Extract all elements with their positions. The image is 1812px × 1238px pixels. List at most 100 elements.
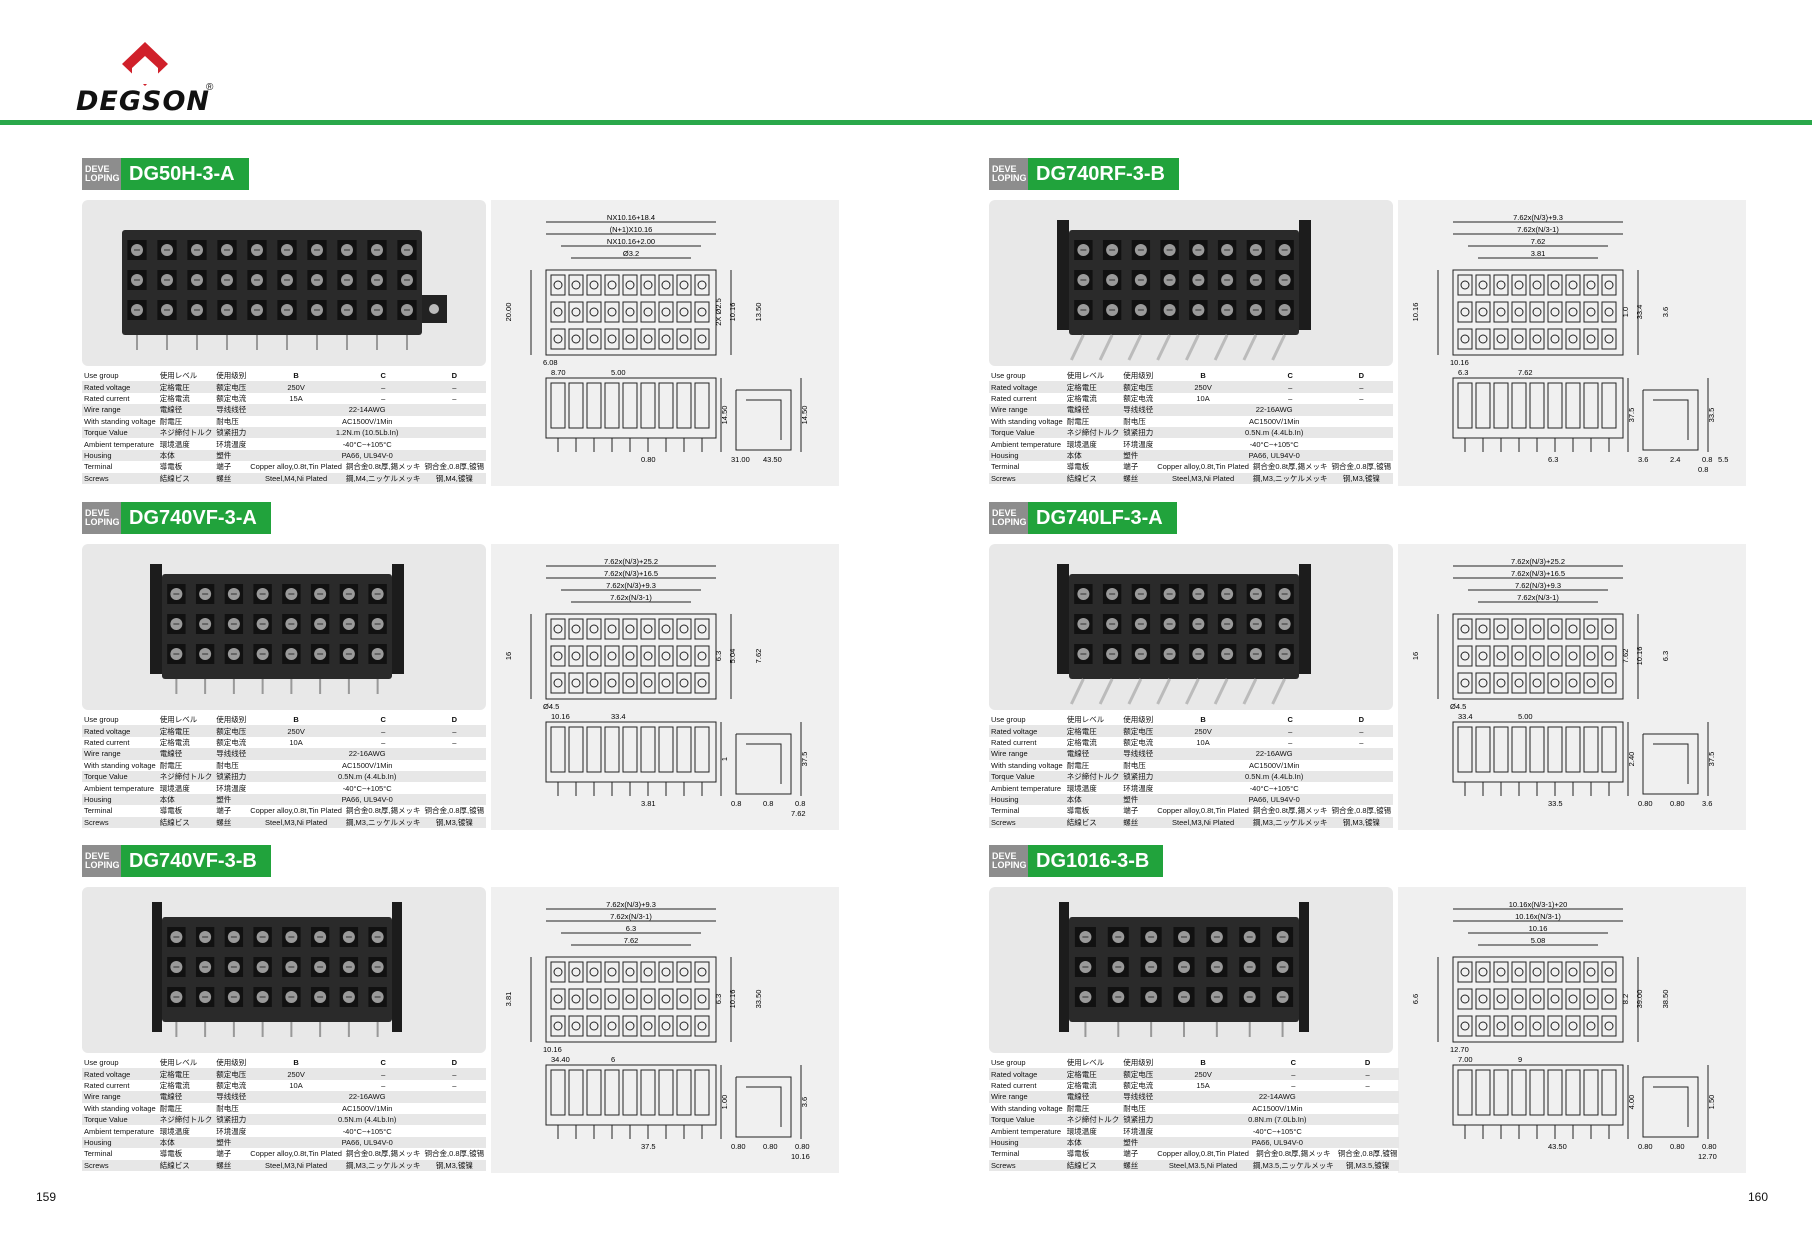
- spec-label-zh: 额定电流: [216, 393, 247, 403]
- spec-label-zh: 端子: [1123, 462, 1139, 472]
- dimension-label: 37.5: [1707, 752, 1716, 767]
- dimension-label: 3.81: [1531, 249, 1546, 258]
- spec-label-en: Terminal: [991, 806, 1020, 816]
- spec-value: B: [293, 1058, 299, 1068]
- dimension-label: 10.16: [791, 1152, 810, 1161]
- dimension-label: 7.62(N/3)+9.3: [1515, 581, 1561, 590]
- spec-value: 銅合金0.8t厚,錫メッキ: [345, 462, 421, 472]
- developing-tag-line: DEVE: [992, 851, 1017, 861]
- spec-label-en: Rated voltage: [991, 382, 1038, 392]
- dimension-drawing-svg: 7.62x(N/3)+9.37.62x(N/3-1)6.37.623.8110.…: [504, 900, 810, 1161]
- spec-value: 250V: [1194, 726, 1212, 736]
- spec-value: PA66, UL94V-0: [1248, 450, 1300, 460]
- spec-label-en: Rated voltage: [84, 1069, 131, 1079]
- dimension-label: 33.50: [754, 990, 763, 1009]
- developing-tag: DEVE LOPING: [989, 158, 1028, 190]
- product-photo: [989, 887, 1393, 1053]
- spec-label-en: Wire range: [991, 405, 1028, 415]
- spec-value: D: [451, 1058, 458, 1068]
- spec-label-en: Torque Value: [991, 1115, 1035, 1125]
- dimension-label: NX10.16+2.00: [607, 237, 655, 246]
- spec-label-ja: 導電板: [1066, 806, 1090, 816]
- spec-label-zh: 螺丝: [1123, 1160, 1139, 1170]
- spec-value: 鋼,M4,ニッケルメッキ: [345, 473, 421, 483]
- dimension-label: 39.00: [1635, 990, 1644, 1009]
- spec-label-zh: 耐电压: [216, 1103, 239, 1113]
- spec-label-ja: 定格電圧: [159, 382, 190, 392]
- dimension-label: 37.5: [800, 752, 809, 767]
- spec-label-en: Use group: [991, 371, 1026, 381]
- spec-label-en: Use group: [991, 715, 1026, 725]
- dimension-label: 6.3: [714, 994, 723, 1004]
- spec-label-ja: 耐電圧: [159, 760, 183, 770]
- dimension-label: 4.00: [1627, 1095, 1636, 1110]
- dimension-label: 10.16: [1450, 358, 1469, 367]
- spec-label-en: Rated current: [991, 1080, 1037, 1090]
- dimension-label: 2X Ø2.5: [714, 298, 723, 326]
- spec-label-zh: 环境温度: [1123, 439, 1154, 449]
- spec-label-ja: 導電板: [159, 806, 183, 816]
- dimension-label: 7.62x(N/3-1): [610, 593, 652, 602]
- spec-label-en: Housing: [991, 450, 1019, 460]
- spec-label-zh: 螺丝: [1123, 473, 1139, 483]
- dimension-label: 16: [504, 652, 513, 660]
- spec-value: 鋼,M3,ニッケルメッキ: [345, 817, 421, 827]
- dimension-label: 14.50: [720, 406, 729, 425]
- spec-label-ja: 本体: [159, 1137, 175, 1147]
- spec-value: Steel,M4,Ni Plated: [265, 473, 328, 483]
- spec-value: –: [452, 1080, 457, 1090]
- spec-label-zh: 耐电压: [1123, 760, 1146, 770]
- model-badge: DEVE LOPING DG740LF-3-A: [989, 502, 1177, 534]
- spec-label-en: Use group: [84, 371, 119, 381]
- spec-label-ja: 電線径: [159, 1092, 183, 1102]
- dimension-label: NX10.16+18.4: [607, 213, 655, 222]
- dimension-label: 7.62x(N/3)+16.5: [1511, 569, 1565, 578]
- spec-label-zh: 端子: [216, 806, 232, 816]
- spec-value: –: [452, 737, 457, 747]
- dimension-label: Ø4.5: [1450, 702, 1466, 711]
- spec-label-ja: 電線径: [1066, 749, 1090, 759]
- spec-label-zh: 额定电压: [216, 1069, 247, 1079]
- spec-label-zh: 导线线径: [1123, 1092, 1154, 1102]
- spec-label-zh: 螺丝: [216, 473, 232, 483]
- spec-label-ja: ネジ締付トルク: [1066, 772, 1120, 782]
- dimension-label: 10.16: [1635, 647, 1644, 666]
- page-number-left: 159: [36, 1190, 57, 1204]
- dimension-label: 0.80: [1670, 799, 1685, 808]
- spec-value: D: [451, 715, 458, 725]
- spec-label-zh: 锁紧扭力: [216, 772, 247, 782]
- dimension-label: 8.2: [1621, 994, 1630, 1004]
- spec-label-ja: 環境温度: [159, 783, 190, 793]
- spec-value: –: [1291, 1080, 1296, 1090]
- spec-value: AC1500V/1Min: [341, 1103, 393, 1113]
- spec-label-zh: 导线线径: [216, 405, 247, 415]
- spec-label-en: Ambient temperature: [991, 783, 1062, 793]
- spec-label-zh: 额定电流: [1123, 1080, 1154, 1090]
- spec-label-en: Screws: [84, 473, 109, 483]
- developing-tag-line: LOPING: [992, 173, 1027, 183]
- dimension-label: 33.4: [1458, 712, 1473, 721]
- spec-label-ja: 使用レベル: [1066, 715, 1105, 725]
- spec-label-ja: 本体: [1066, 794, 1082, 804]
- spec-label-en: Rated voltage: [84, 726, 131, 736]
- spec-label-zh: 使用级别: [216, 1058, 247, 1068]
- dimension-label: 12.70: [1450, 1045, 1469, 1054]
- spec-value: 鋼,M3,ニッケルメッキ: [345, 1160, 421, 1170]
- spec-value: -40°C~+105°C: [342, 1126, 392, 1136]
- dimension-label: 33.4: [611, 712, 626, 721]
- dimension-label: 10.16: [551, 712, 570, 721]
- spec-value: -40°C~+105°C: [342, 783, 392, 793]
- spec-label-zh: 螺丝: [216, 817, 232, 827]
- spec-value: Steel,M3,Ni Plated: [1172, 473, 1235, 483]
